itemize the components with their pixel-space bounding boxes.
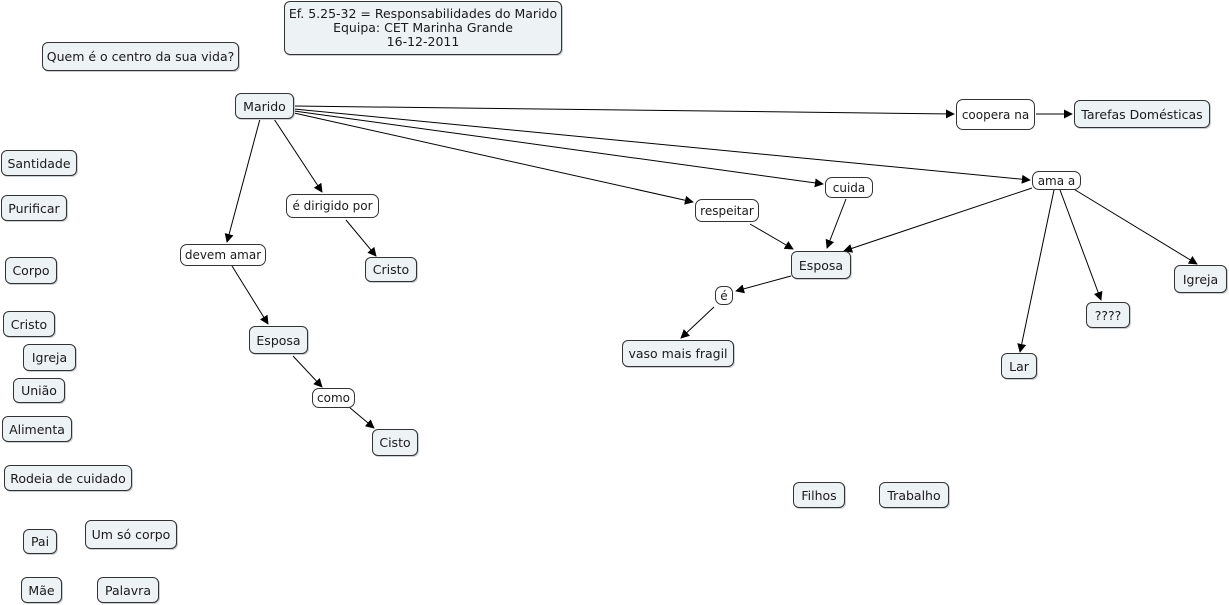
link-marido-coopera: [293, 105, 955, 119]
concept-um-so-corpo[interactable]: Um só corpo: [85, 520, 177, 549]
concept-palavra[interactable]: Palavra: [97, 577, 159, 603]
link-respeitar-esposa: [749, 223, 794, 250]
concept-cristo[interactable]: Cristo: [365, 257, 417, 282]
question-concept[interactable]: Quem é o centro da sua vida?: [42, 42, 239, 71]
link-esposa-como: [292, 355, 323, 388]
concept-lar[interactable]: Lar: [1001, 353, 1037, 379]
link-marido-dirigido: [273, 118, 323, 193]
concept-igreja-left[interactable]: Igreja: [23, 344, 76, 371]
link-label-coopera-na[interactable]: coopera na: [956, 99, 1035, 130]
link-marido-cuida: [293, 110, 824, 188]
concept-rodeia-de-cuidado[interactable]: Rodeia de cuidado: [4, 465, 132, 491]
concept-esposa-left[interactable]: Esposa: [249, 326, 308, 354]
concept-santidade[interactable]: Santidade: [1, 150, 77, 176]
link-como-cisto: [348, 406, 375, 429]
link-label-ama-a[interactable]: ama a: [1032, 171, 1081, 190]
link-label-como[interactable]: como: [312, 388, 355, 408]
concept-pai[interactable]: Pai: [23, 529, 57, 554]
link-marido-ama: [293, 108, 1031, 184]
link-label-devem-amar[interactable]: devem amar: [180, 244, 266, 266]
concept-trabalho[interactable]: Trabalho: [879, 482, 949, 508]
link-label-respeitar[interactable]: respeitar: [695, 199, 759, 222]
concept-interrogacoes[interactable]: ????: [1086, 302, 1130, 328]
link-label-cuida[interactable]: cuida: [825, 177, 873, 198]
concept-mae[interactable]: Mãe: [21, 577, 62, 603]
link-ama-igreja: [1071, 187, 1198, 265]
link-ama-esposa: [843, 187, 1033, 253]
link-e-vaso: [680, 306, 715, 339]
map-title: Ef. 5.25-32 = Responsabilidades do Marid…: [284, 1, 562, 55]
concept-uniao[interactable]: União: [13, 378, 65, 403]
link-marido-devem: [224, 118, 261, 243]
link-cuida-esposa: [825, 198, 847, 249]
concept-cisto[interactable]: Cisto: [372, 429, 418, 456]
concept-marido[interactable]: Marido: [235, 93, 294, 119]
link-label-e[interactable]: é: [715, 286, 733, 305]
link-ama-interrogacoes: [1059, 189, 1103, 301]
map-title-line-2: Equipa: CET Marinha Grande: [333, 20, 513, 35]
link-ama-lar: [1017, 189, 1055, 353]
link-label-e-dirigido-por[interactable]: é dirigido por: [286, 194, 379, 218]
concept-alimenta[interactable]: Alimenta: [2, 416, 72, 442]
concept-cristo-left[interactable]: Cristo: [3, 311, 55, 337]
link-esposa-e: [735, 275, 792, 294]
concept-filhos[interactable]: Filhos: [793, 482, 845, 508]
concept-tarefas-domesticas[interactable]: Tarefas Domésticas: [1074, 100, 1210, 128]
concept-esposa-center[interactable]: Esposa: [791, 251, 851, 279]
link-marido-respeitar: [293, 112, 694, 205]
map-title-line-3: 16-12-2011: [386, 34, 460, 49]
link-devem-esposa: [231, 265, 269, 325]
map-title-line-1: Ef. 5.25-32 = Responsabilidades do Marid…: [288, 6, 558, 21]
concept-igreja-right[interactable]: Igreja: [1174, 265, 1227, 293]
link-dirigido-cristo: [345, 219, 377, 257]
concept-purificar[interactable]: Purificar: [1, 195, 67, 221]
concept-corpo[interactable]: Corpo: [5, 257, 57, 284]
concept-vaso-mais-fragil[interactable]: vaso mais fragil: [622, 340, 734, 367]
